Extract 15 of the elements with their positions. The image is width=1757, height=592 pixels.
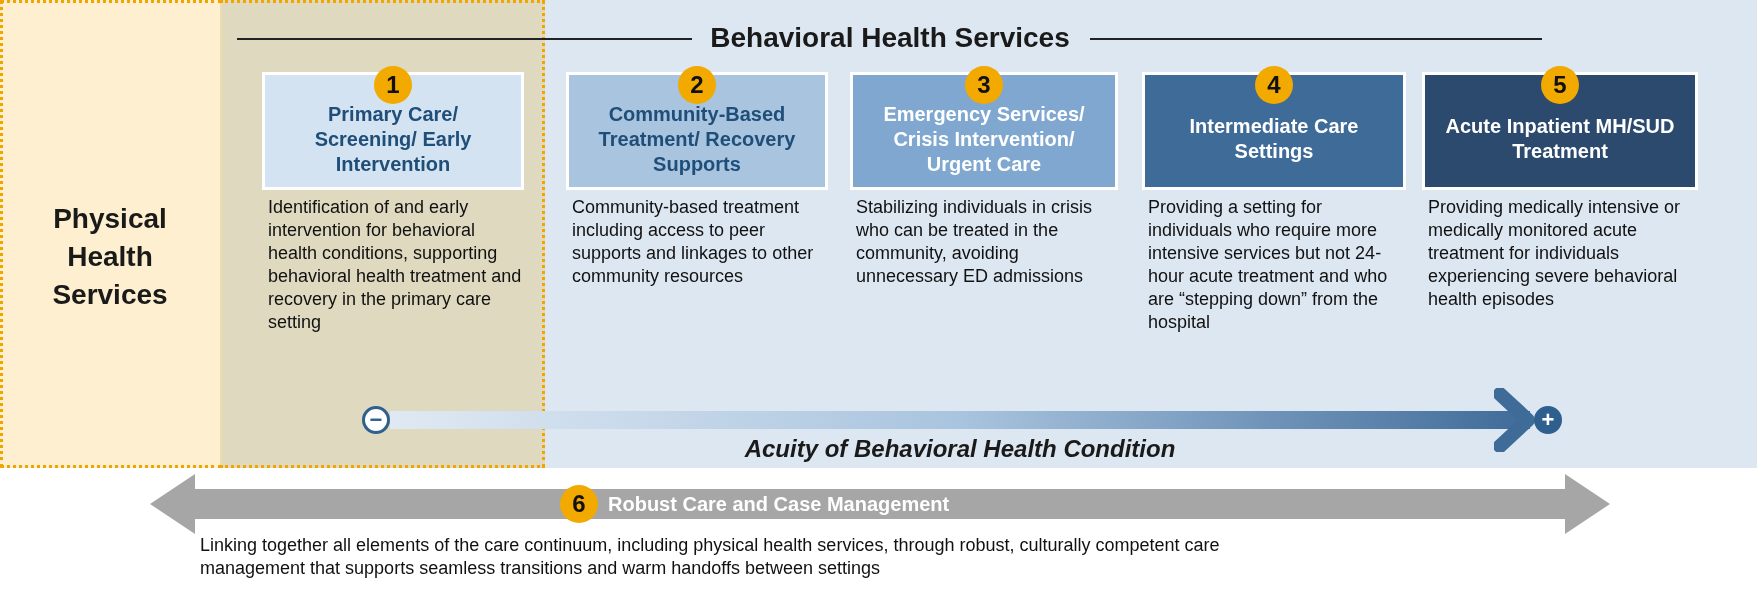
description-text: Community-based treatment including access to peer supports and linkages to other community resources bbox=[572, 196, 815, 288]
panel-title: Physical Health Services bbox=[51, 202, 169, 312]
sign-circle: + bbox=[1534, 406, 1562, 434]
number-badge: 6 bbox=[560, 485, 598, 523]
description-text: Providing a setting for individuals who require more intensive services but not 24-hour acute treatment and who are “stepping down” from the hospital bbox=[1148, 196, 1389, 334]
description-text: Identification of and early intervention for behavioral health conditions, supporting behavioral health treatment and recovery in the primary care setting bbox=[268, 196, 522, 334]
arrow bbox=[390, 387, 1535, 453]
description-text: Providing medically intensive or medically monitored acute treatment for individuals experiencing severe behavioral health episodes bbox=[1428, 196, 1682, 311]
sign-circle: − bbox=[362, 406, 390, 434]
panel-title: Behavioral Health Services bbox=[709, 21, 1071, 55]
band-title: Robust Care and Case Management bbox=[608, 492, 950, 517]
edge-label: Acuity of Behavioral Health Condition bbox=[743, 434, 1177, 464]
description-text: Linking together all elements of the care continuum, including physical health services, through robust, culturally competent care management that supports seamless transitions and warm handoffs between settings bbox=[200, 534, 1221, 580]
panel-background bbox=[0, 0, 222, 468]
description-text: Stabilizing individuals in crisis who can be treated in the community, avoiding unnecessary ED admissions bbox=[856, 196, 1094, 288]
